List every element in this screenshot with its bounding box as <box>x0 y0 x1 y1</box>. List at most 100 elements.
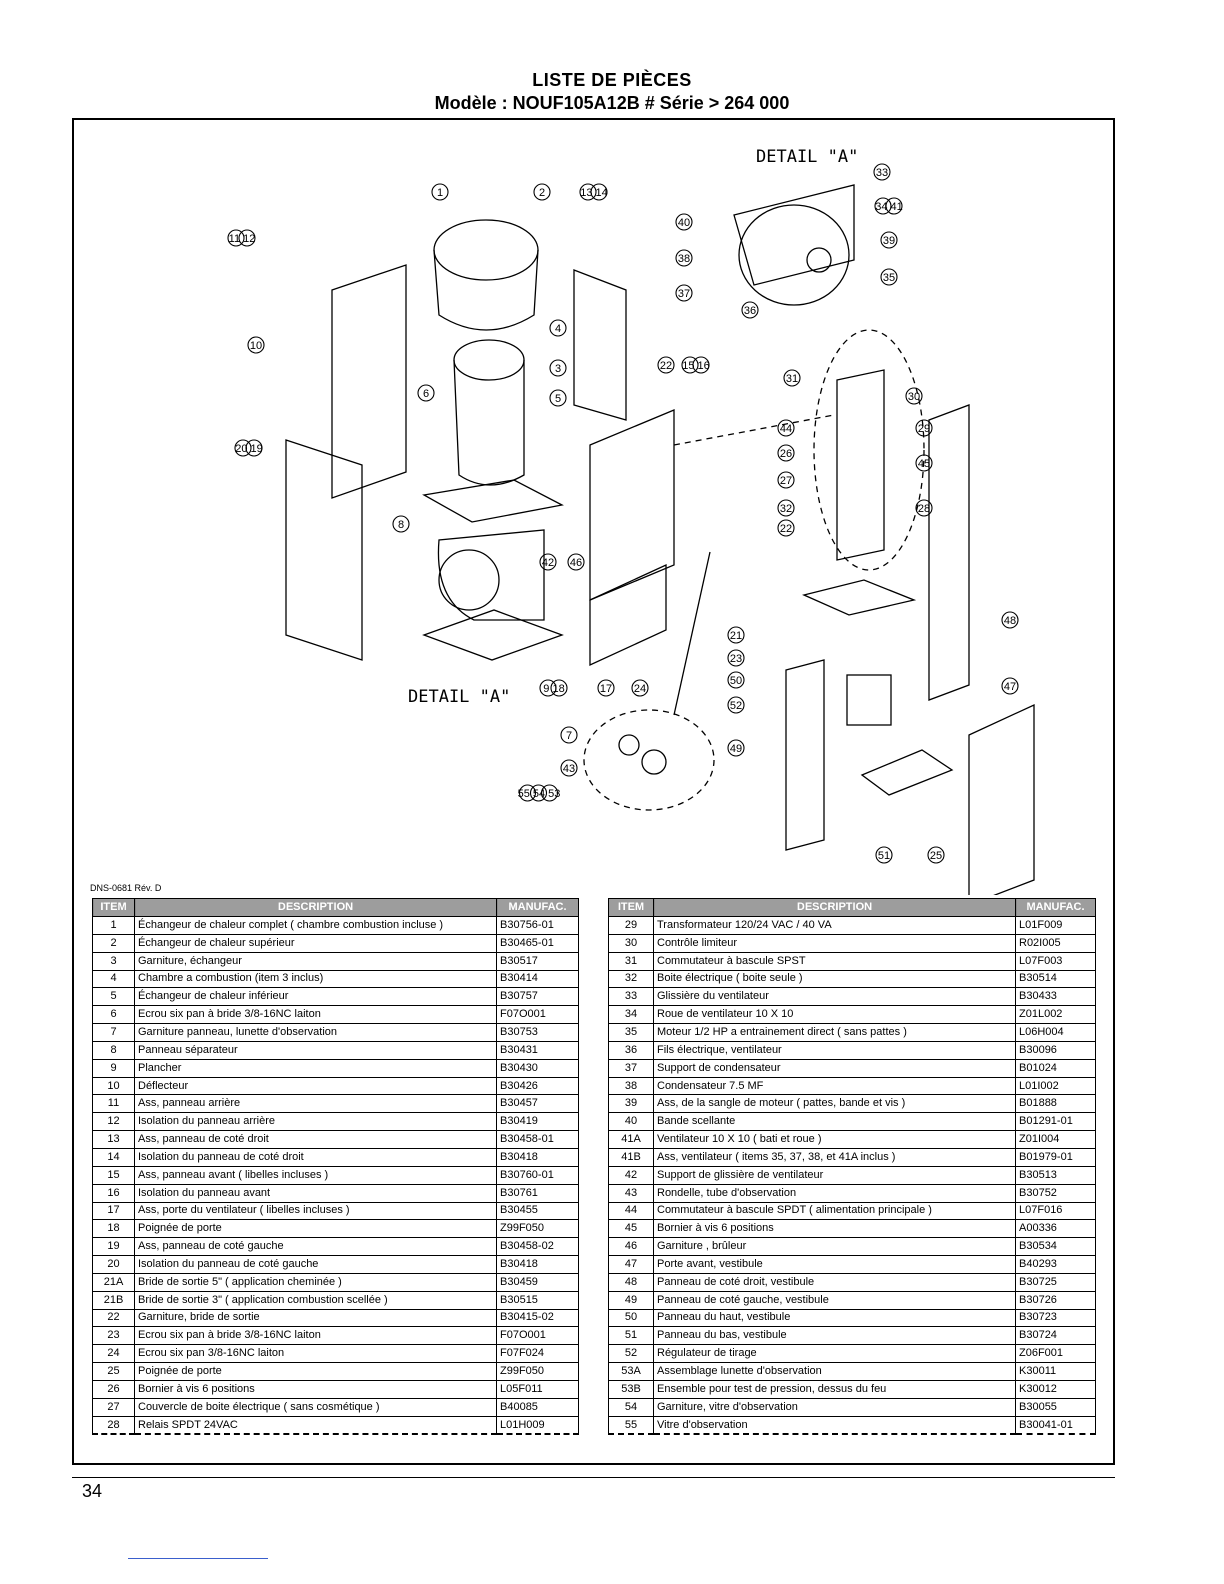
manufac-cell: B30430 <box>496 1058 579 1078</box>
item-cell: 47 <box>608 1255 654 1274</box>
part-balloon-label: 9 18 <box>543 683 564 695</box>
part-balloon: 28 <box>915 499 933 517</box>
item-cell: 54 <box>608 1397 654 1417</box>
item-cell: 44 <box>608 1201 654 1221</box>
item-cell: 13 <box>92 1130 135 1149</box>
description-cell: Boite électrique ( boite seule ) <box>653 969 1016 989</box>
description-cell: Glissière du ventilateur <box>653 987 1016 1007</box>
manufac-cell: B30726 <box>1015 1290 1096 1310</box>
part-balloon: 17 <box>597 679 615 697</box>
part-balloon-label: 39 <box>883 235 895 247</box>
part-balloon-label: 4 <box>555 323 561 335</box>
item-cell: 3 <box>92 951 135 971</box>
part-balloon: 30 <box>905 387 923 405</box>
description-cell: Rondelle, tube d'observation <box>653 1183 1016 1203</box>
detail-label-top: DETAIL "A" <box>756 147 858 167</box>
part-balloon-label: 22 <box>780 523 792 535</box>
manufac-cell: R02I005 <box>1015 933 1096 953</box>
manufac-cell: B30458-01 <box>496 1130 579 1149</box>
item-cell: 25 <box>92 1362 135 1381</box>
part-balloon: 26 <box>777 444 795 462</box>
manufac-cell: B30761 <box>496 1183 579 1203</box>
manufac-cell: B30418 <box>496 1147 579 1167</box>
part-balloon-label: 13 14 <box>580 187 608 199</box>
description-cell: Panneau séparateur <box>134 1040 497 1060</box>
manufac-cell: F07O001 <box>496 1005 579 1025</box>
col-description: DESCRIPTION <box>653 898 1016 917</box>
part-balloon-label: 49 <box>730 743 742 755</box>
part-balloon: 25 <box>927 846 945 864</box>
item-cell: 31 <box>608 951 654 971</box>
item-cell: 46 <box>608 1237 654 1257</box>
part-balloon: 29 <box>915 419 933 437</box>
manufac-cell: B01024 <box>1015 1058 1096 1078</box>
manufac-cell: B30414 <box>496 969 579 989</box>
part-balloon-label: 7 <box>566 730 572 742</box>
part-balloon-label: 24 <box>634 683 646 695</box>
item-cell: 29 <box>608 916 654 935</box>
part-balloon: 48 <box>1001 611 1019 629</box>
item-cell: 43 <box>608 1183 654 1203</box>
item-cell: 17 <box>92 1201 135 1221</box>
description-cell: Panneau de coté droit, vestibule <box>653 1272 1016 1292</box>
description-cell: Ecrou six pan à bride 3/8-16NC laiton <box>134 1005 497 1025</box>
part-balloon: 24 <box>631 679 649 697</box>
item-cell: 28 <box>92 1415 135 1436</box>
manufac-cell: B30465-01 <box>496 933 579 953</box>
manufac-cell: Z06F001 <box>1015 1344 1096 1364</box>
manufac-cell: B30756-01 <box>496 916 579 935</box>
manufac-cell: B01291-01 <box>1015 1112 1096 1132</box>
part-balloon: 9 18 <box>539 679 568 697</box>
part-balloon-label: 3 <box>555 363 561 375</box>
manufac-cell: L07F016 <box>1015 1201 1096 1221</box>
manufac-cell: B30426 <box>496 1076 579 1096</box>
manufac-cell: B40085 <box>496 1397 579 1417</box>
manufac-cell: F07O001 <box>496 1326 579 1346</box>
part-balloon-label: 22 <box>660 360 672 372</box>
item-cell: 9 <box>92 1058 135 1078</box>
part-balloon-label: 15 16 <box>682 360 710 372</box>
description-cell: Bornier à vis 6 positions <box>653 1219 1016 1239</box>
manufac-cell: B30415-02 <box>496 1308 579 1328</box>
manufac-cell: B30753 <box>496 1023 579 1042</box>
description-cell: Ventilateur 10 X 10 ( bati et roue ) <box>653 1130 1016 1149</box>
description-cell: Panneau du bas, vestibule <box>653 1326 1016 1346</box>
description-cell: Garniture panneau, lunette d'observation <box>134 1023 497 1042</box>
manufac-cell: L01H009 <box>496 1415 579 1436</box>
part-balloon-label: 11 12 <box>229 233 256 245</box>
part-balloon-label: 8 <box>398 519 404 531</box>
manufac-cell: B30433 <box>1015 987 1096 1007</box>
description-cell: Garniture, vitre d'observation <box>653 1397 1016 1417</box>
description-cell: Transformateur 120/24 VAC / 40 VA <box>653 916 1016 935</box>
part-balloon: 4 <box>549 319 567 337</box>
manufac-cell: B30418 <box>496 1255 579 1274</box>
manufac-cell: B01979-01 <box>1015 1147 1096 1167</box>
manufac-cell: B01888 <box>1015 1094 1096 1114</box>
part-balloon: 22 <box>777 519 795 537</box>
part-balloon: 39 <box>880 231 898 249</box>
description-cell: Bride de sortie 5" ( application cheminé… <box>134 1272 497 1292</box>
col-item: ITEM <box>92 898 135 917</box>
part-balloon: 11 12 <box>227 229 256 247</box>
description-cell: Bride de sortie 3" ( application combust… <box>134 1290 497 1310</box>
manufac-cell: B30513 <box>1015 1165 1096 1185</box>
item-cell: 5 <box>92 987 135 1007</box>
part-balloon: 36 <box>741 301 759 319</box>
